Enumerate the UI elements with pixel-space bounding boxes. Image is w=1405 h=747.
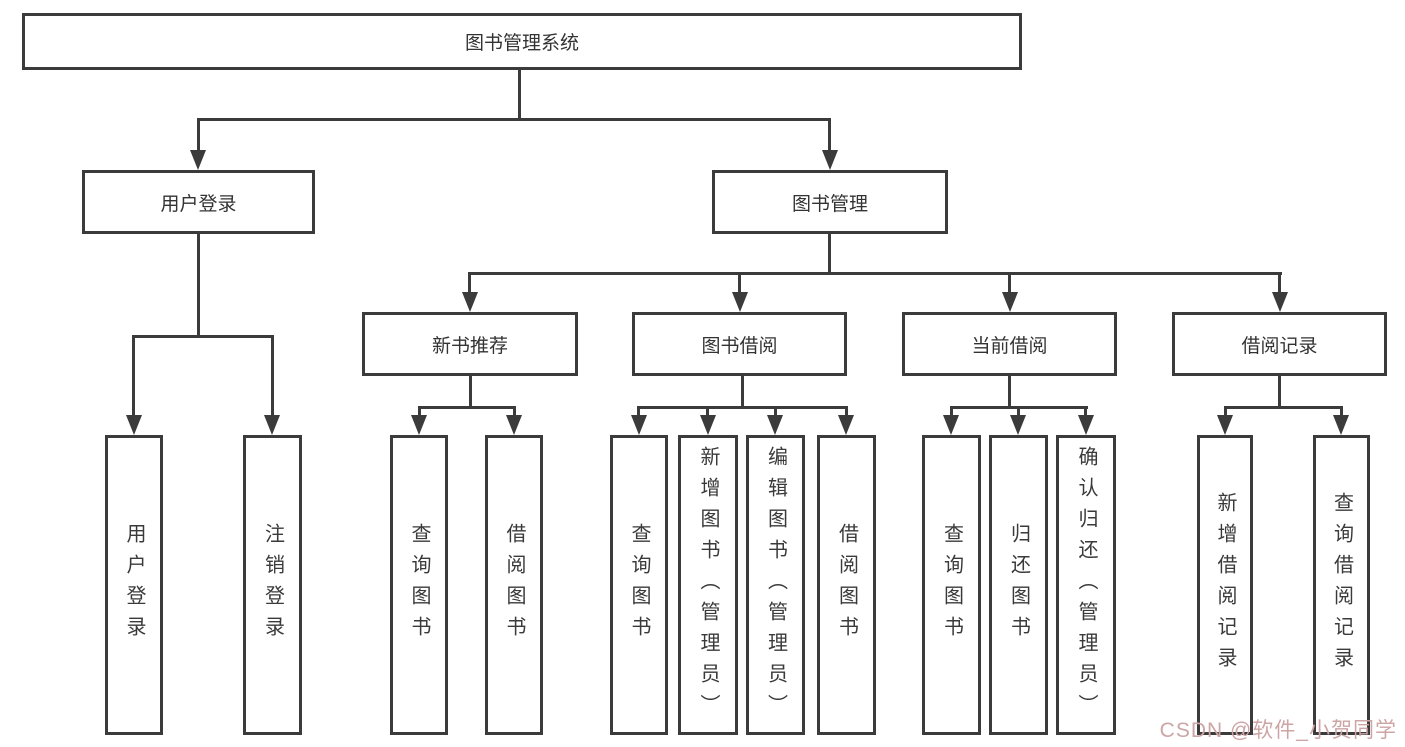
arrowhead-leaf [264, 415, 280, 435]
connector-leaf-shaft [845, 406, 848, 418]
leaf-query-books-current: 查询图书 [922, 435, 981, 735]
connector-book-mgmt-shaft [828, 118, 831, 152]
arrowhead-leaf [506, 415, 522, 435]
connector-leaf-shaft [637, 406, 640, 418]
leaf-borrow-books-borrowing: 借阅图书 [817, 435, 876, 735]
node-label: 编辑图书（管理员） [764, 445, 787, 725]
node-label: 当前借阅 [971, 335, 1048, 357]
connector-book-mgmt-drop [828, 234, 831, 274]
node-label: 查询图书 [940, 523, 963, 647]
node-label: 归还图书 [1007, 523, 1030, 647]
node-label: 借阅图书 [503, 523, 525, 647]
arrowhead-leaf [1217, 415, 1233, 435]
node-label: 查询借阅记录 [1330, 492, 1353, 678]
leaf-return-books: 归还图书 [989, 435, 1048, 735]
node-current-borrowing: 当前借阅 [902, 312, 1117, 376]
node-label: 确认归还（管理员） [1075, 445, 1097, 725]
arrowhead-leaf [1333, 415, 1349, 435]
connector-level3-shaft [1008, 272, 1011, 294]
connector-group-drop [1278, 376, 1281, 409]
connector-leaf-shaft [1340, 406, 1343, 418]
arrowhead-leaf [631, 415, 647, 435]
connector-level3-shaft [468, 272, 471, 294]
node-label: 借阅图书 [835, 523, 858, 647]
arrowhead-leaf [126, 415, 142, 435]
node-label: 新增图书（管理员） [697, 445, 719, 725]
connector-user-login-branch [132, 335, 274, 338]
connector-leaf-shaft [706, 406, 709, 418]
arrowhead-leaf [411, 415, 427, 435]
node-label: 用户登录 [123, 523, 145, 647]
connector-leaf-shaft [513, 406, 516, 418]
leaf-add-borrow-record: 新增借阅记录 [1197, 435, 1253, 735]
node-label: 图书管理 [791, 193, 868, 215]
connector-group-drop [469, 376, 472, 409]
leaf-query-books-borrowing: 查询图书 [610, 435, 668, 735]
connector-root-drop [518, 70, 521, 118]
connector-leaf-shaft [774, 406, 777, 418]
arrowhead-leaf [767, 415, 783, 435]
leaf-logout: 注销登录 [243, 435, 302, 735]
connector-leaf-shaft [1084, 406, 1087, 418]
leaf-query-books-recommend: 查询图书 [390, 435, 448, 735]
arrowhead-leaf [1078, 415, 1094, 435]
node-new-book-recommendation: 新书推荐 [362, 312, 578, 376]
connector-leaf-shaft [950, 406, 953, 418]
connector-leaf-shaft [418, 406, 421, 418]
arrowhead-user-login [190, 150, 206, 170]
leaf-confirm-return-admin: 确认归还（管理员） [1056, 435, 1116, 735]
connector-level3-shaft [1278, 272, 1281, 294]
node-label: 新书推荐 [431, 335, 508, 357]
node-user-login-group: 用户登录 [82, 170, 315, 234]
node-label: 查询图书 [628, 523, 650, 647]
node-label: 新增借阅记录 [1214, 492, 1236, 678]
node-library-management-system: 图书管理系统 [22, 13, 1022, 70]
leaf-edit-books-admin: 编辑图书（管理员） [746, 435, 805, 735]
connector-leaf-shaft [132, 335, 135, 417]
node-borrowing-records: 借阅记录 [1172, 312, 1387, 376]
leaf-query-borrow-record: 查询借阅记录 [1313, 435, 1370, 735]
csdn-watermark: CSDN @软件_小贺同学 [1159, 719, 1397, 742]
leaf-add-books-admin: 新增图书（管理员） [678, 435, 738, 735]
node-label: 注销登录 [261, 523, 284, 647]
connector-user-login-shaft [197, 118, 200, 152]
arrowhead-book-mgmt [822, 150, 838, 170]
node-label: 用户登录 [160, 193, 237, 215]
connector-leaf-shaft [271, 335, 274, 417]
node-label: 查询图书 [408, 523, 430, 647]
arrowhead-book-borrow [732, 292, 748, 312]
arrowhead-leaf [838, 415, 854, 435]
leaf-user-login: 用户登录 [105, 435, 163, 735]
connector-group-branch [637, 406, 848, 409]
connector-user-login-drop [197, 234, 200, 337]
connector-level3-shaft [738, 272, 741, 294]
connector-group-branch [418, 406, 516, 409]
connector-leaf-shaft [1224, 406, 1227, 418]
node-label: 借阅记录 [1241, 335, 1318, 357]
arrowhead-leaf [700, 415, 716, 435]
node-label: 图书借阅 [701, 335, 778, 357]
node-book-borrowing: 图书借阅 [632, 312, 847, 376]
connector-group-branch [1224, 406, 1343, 409]
connector-group-drop [741, 376, 744, 409]
arrowhead-leaf [943, 415, 959, 435]
connector-level3-branch [468, 272, 1282, 275]
arrowhead-leaf [1010, 415, 1026, 435]
connector-level2-branch [197, 118, 831, 121]
leaf-borrow-books-recommend: 借阅图书 [485, 435, 543, 735]
arrowhead-new-book [462, 292, 478, 312]
connector-leaf-shaft [1017, 406, 1020, 418]
connector-group-drop [1008, 376, 1011, 409]
node-book-management-group: 图书管理 [712, 170, 948, 234]
node-label: 图书管理系统 [464, 33, 579, 54]
arrowhead-borrow-records [1272, 292, 1288, 312]
arrowhead-current-borrow [1002, 292, 1018, 312]
